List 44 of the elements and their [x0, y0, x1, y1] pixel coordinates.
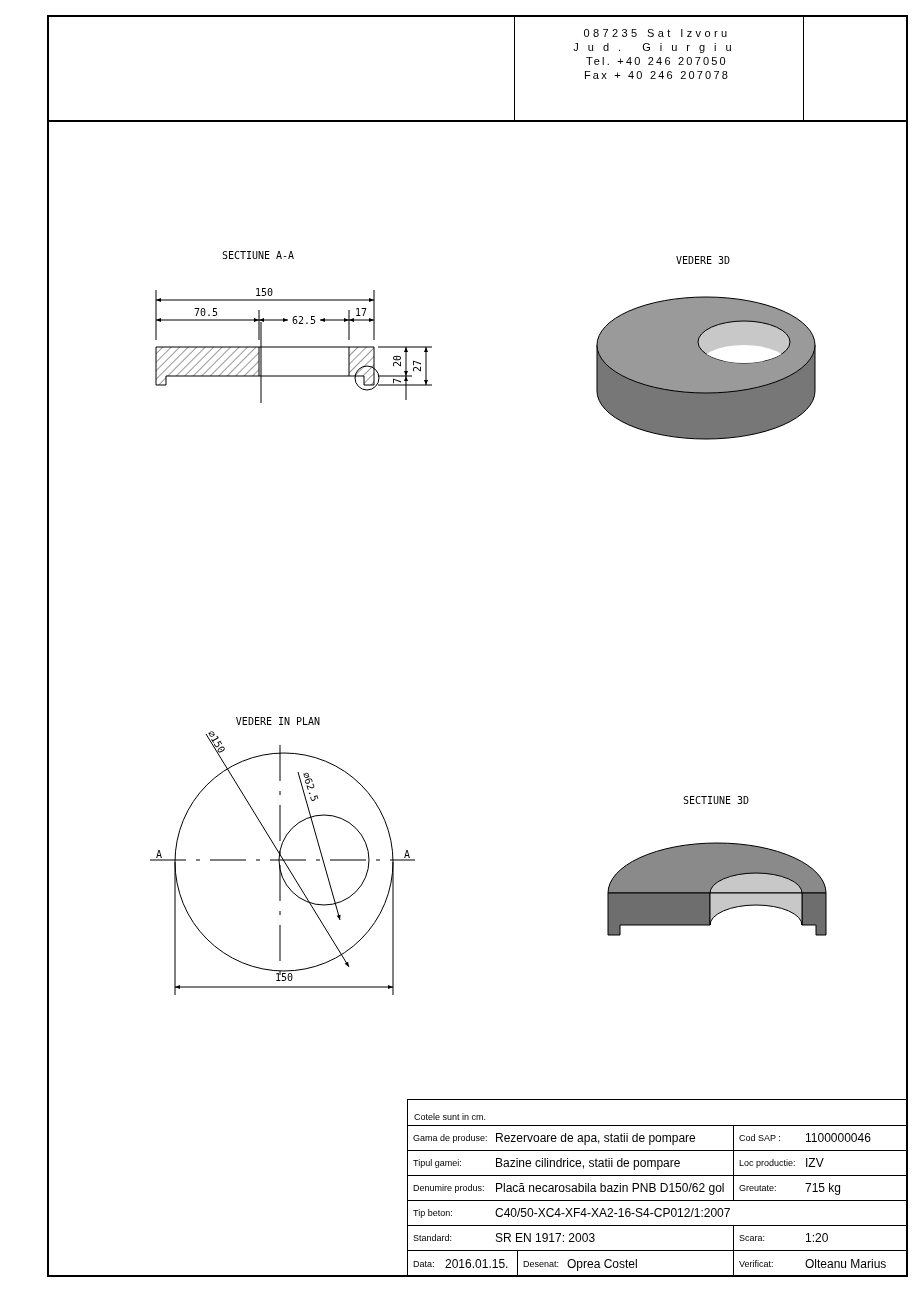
field-value: SR EN 1917: 2003 — [495, 1231, 596, 1245]
phone-text: Tel. +40 246 207050 — [586, 55, 728, 67]
view-title: SECTIUNE 3D — [682, 796, 750, 806]
section-mark: A — [156, 850, 162, 860]
dimension-label: 17 — [355, 308, 367, 318]
dimension-label: 62.5 — [291, 316, 317, 326]
field-label: Cod SAP : — [739, 1133, 782, 1143]
field-label: Gama de produse: — [413, 1133, 489, 1143]
note-text: Cotele sunt in cm. — [414, 1112, 487, 1122]
dimension-label: 70.5 — [193, 308, 219, 318]
section-mark: A — [404, 850, 410, 860]
address-text: Jud. Giurgiu — [573, 41, 741, 53]
field-label: Desenat: — [523, 1258, 561, 1269]
dimension-label: 150 — [274, 973, 294, 983]
field-value: Bazine cilindrice, statii de pompare — [495, 1156, 681, 1170]
field-label: Standard: — [413, 1233, 454, 1243]
field-value: Olteanu Marius — [805, 1256, 887, 1271]
diameter-label: ⌀62.5 — [300, 771, 320, 803]
field-value: 1:20 — [805, 1231, 829, 1245]
field-label: Denumire produs: — [413, 1183, 486, 1193]
field-value: 1100000046 — [805, 1131, 871, 1145]
view-title: VEDERE IN PLAN — [235, 717, 321, 727]
field-label: Tipul gamei: — [413, 1158, 463, 1168]
field-value: C40/50-XC4-XF4-XA2-16-S4-CP012/1:2007 — [495, 1206, 731, 1220]
dimension-label: 150 — [254, 288, 274, 298]
field-label: Tip beton: — [413, 1208, 454, 1218]
dimension-label: 20 — [393, 355, 403, 367]
field-value: 715 kg — [805, 1181, 842, 1195]
address-text: 087235 Sat Izvoru — [583, 27, 731, 39]
dimension-label: 7 — [393, 378, 403, 384]
field-label: Data: — [413, 1258, 436, 1269]
field-value: Oprea Costel — [567, 1256, 638, 1271]
field-value: Placă necarosabila bazin PNB D150/62 gol — [495, 1181, 725, 1195]
view-title: SECTIUNE A-A — [221, 251, 295, 261]
field-label: Verificat: — [739, 1258, 775, 1269]
view-title: VEDERE 3D — [675, 256, 731, 266]
field-value: Rezervoare de apa, statii de pompare — [495, 1131, 696, 1145]
field-label: Scara: — [739, 1233, 766, 1243]
field-label: Greutate: — [739, 1183, 778, 1193]
field-value: IZV — [805, 1156, 824, 1170]
field-value: 2016.01.15. — [445, 1256, 509, 1271]
fax-text: Fax + 40 246 207078 — [583, 69, 731, 81]
field-label: Loc productie: — [739, 1158, 797, 1168]
dimension-label: 27 — [413, 360, 423, 372]
